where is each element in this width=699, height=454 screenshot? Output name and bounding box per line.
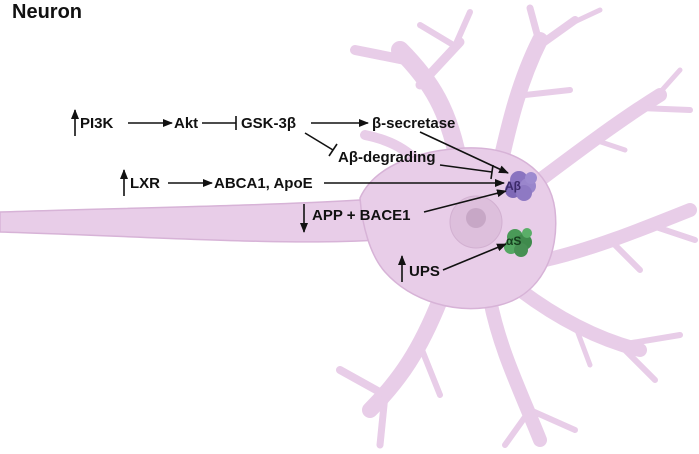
diagram-title: Neuron <box>12 1 82 23</box>
amyloid-beta-aggregate: Aβ <box>505 171 537 201</box>
pathway-ups <box>398 243 507 282</box>
app-bace1-label: APP + BACE1 <box>312 207 411 224</box>
nucleolus <box>466 208 486 228</box>
ab-degrading-label: Aβ-degrading <box>338 149 436 166</box>
alpha-synuclein-aggregate: αS <box>504 228 532 257</box>
gsk3b-label: GSK-3β <box>241 115 296 132</box>
neuron-cell <box>0 4 698 449</box>
ups-label: UPS <box>409 263 440 280</box>
abca1-apoe-label: ABCA1, ApoE <box>214 175 313 192</box>
pathway-lxr <box>120 169 505 196</box>
ab-label: Aβ <box>505 179 521 193</box>
akt-label: Akt <box>174 115 198 132</box>
as-label: αS <box>506 234 521 248</box>
lxr-label: LXR <box>130 175 160 192</box>
pi3k-label: PI3K <box>80 115 114 132</box>
pathway-pi3k <box>71 109 509 180</box>
beta-secretase-label: β-secretase <box>372 115 455 132</box>
pathway-app <box>300 189 507 233</box>
dendrites <box>336 4 698 449</box>
